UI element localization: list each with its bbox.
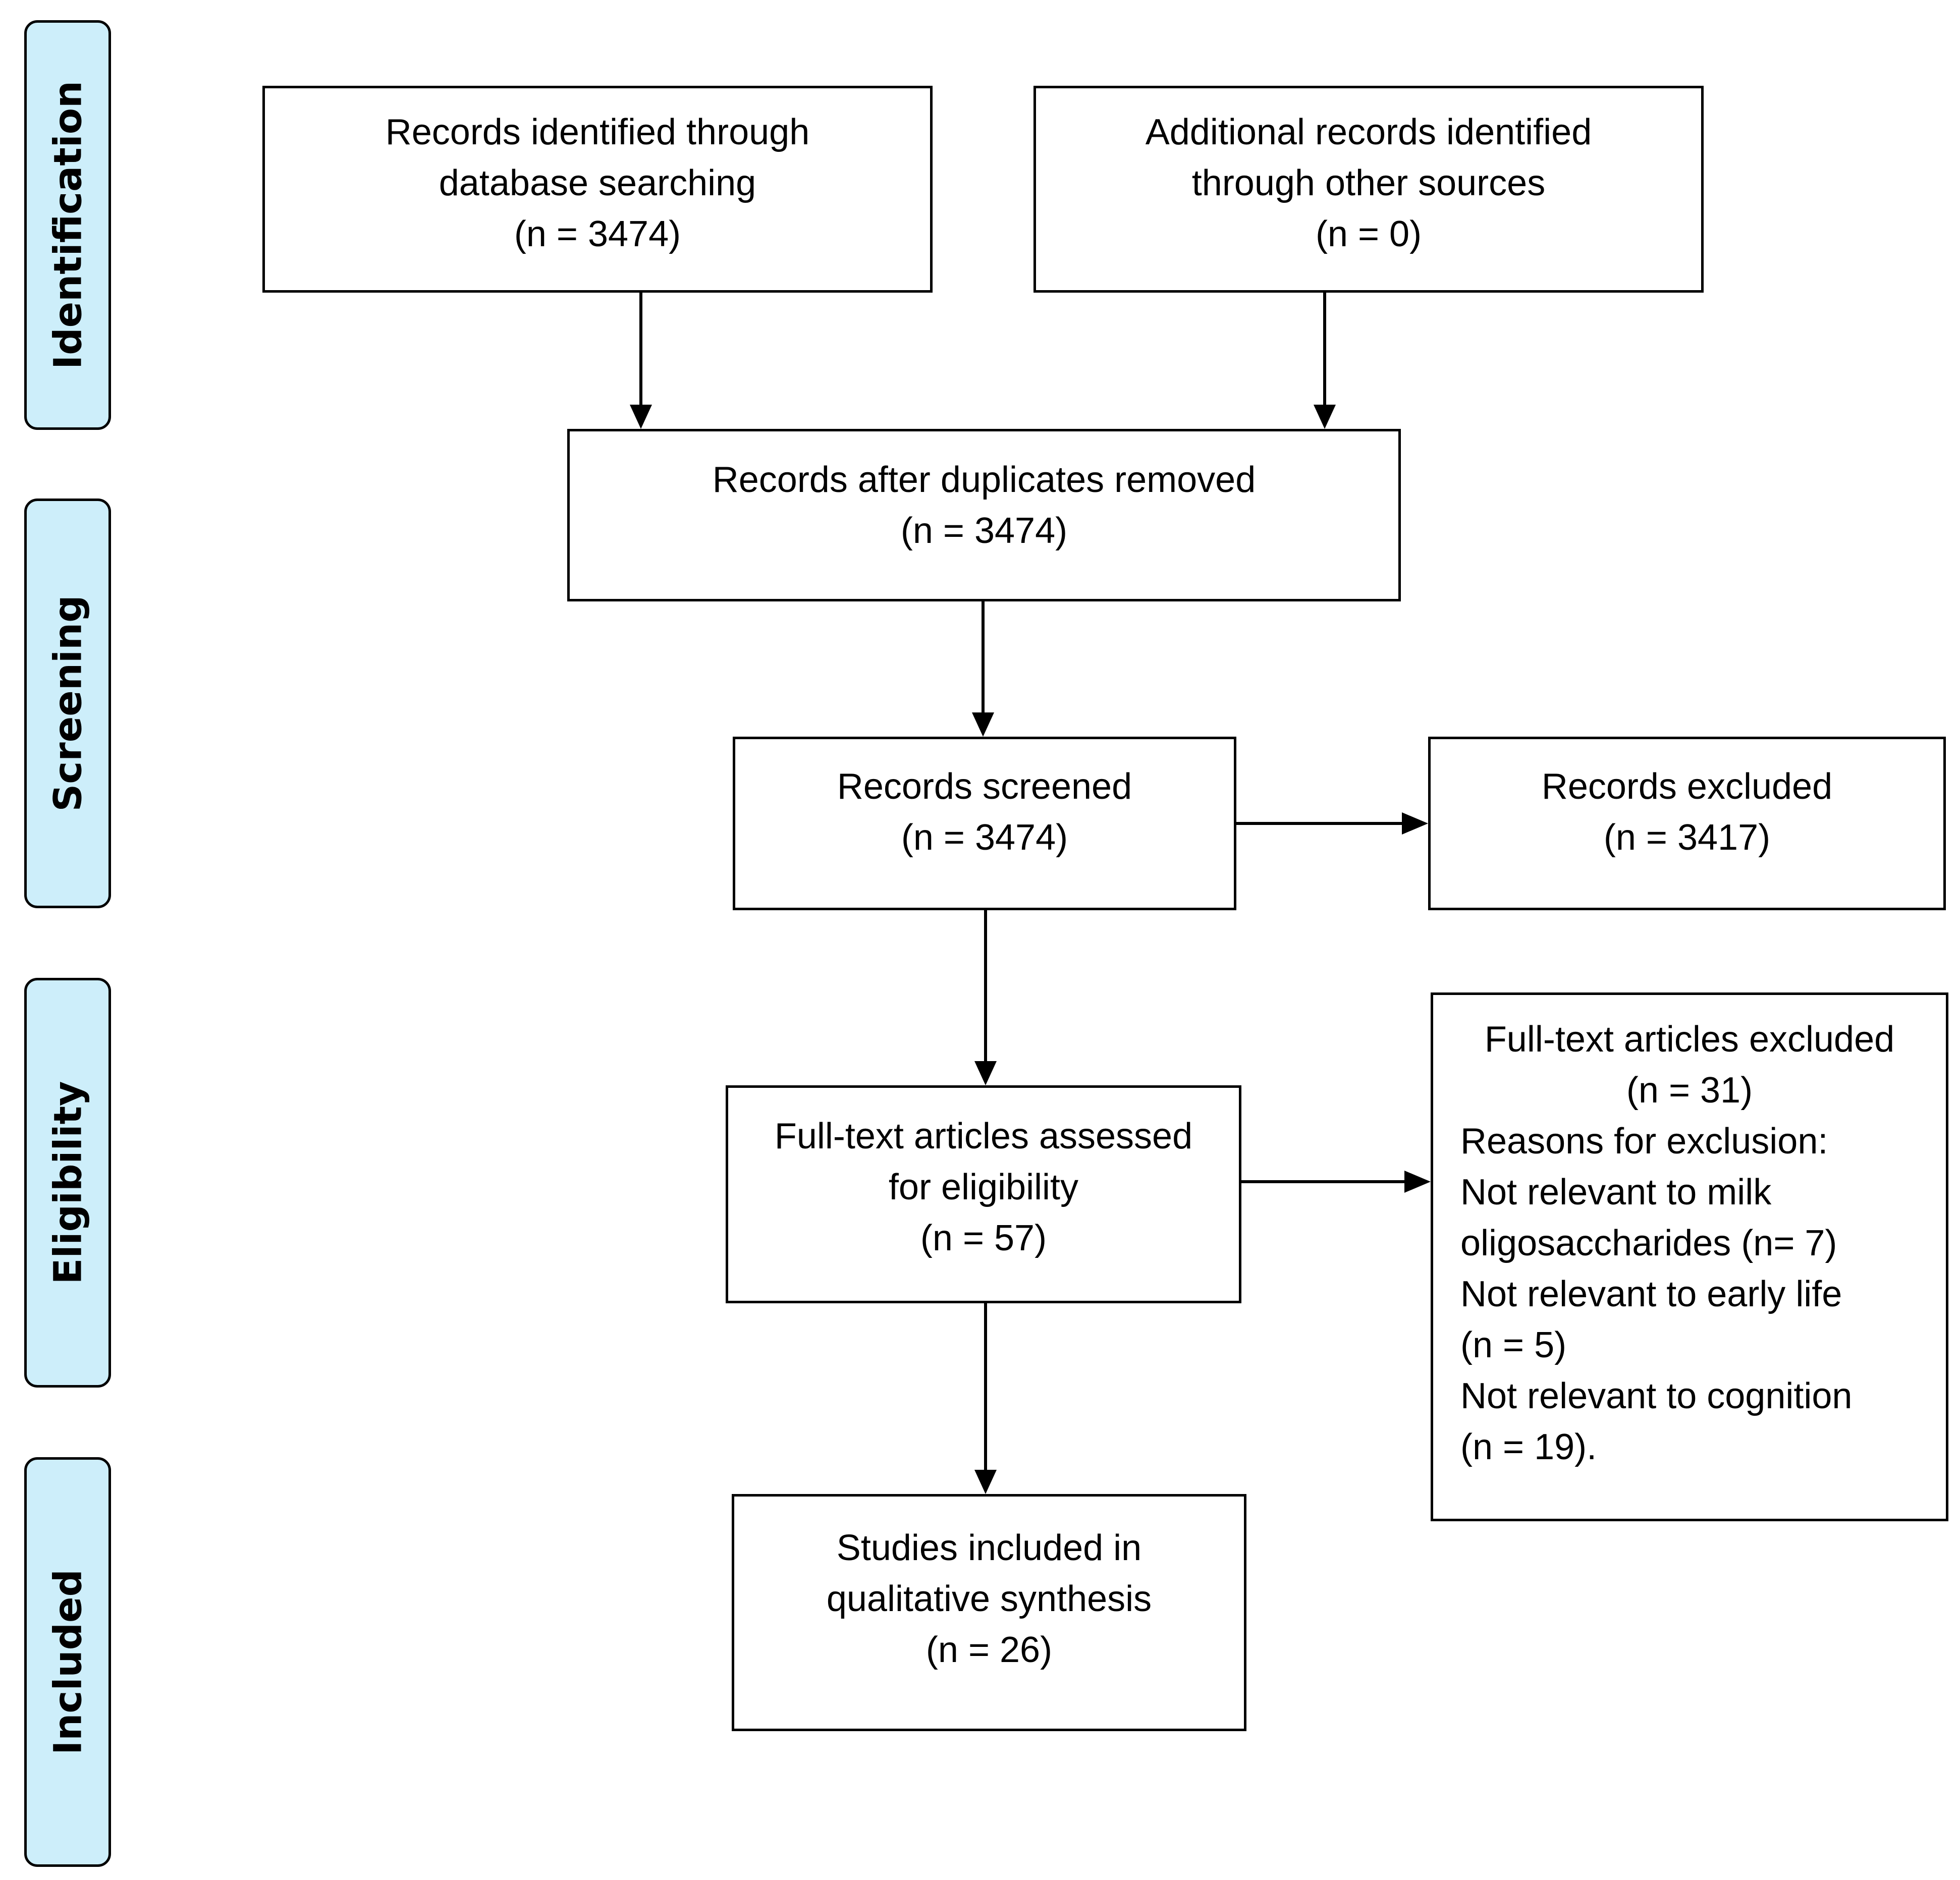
- phase-screening: Screening: [24, 499, 111, 908]
- other-sources-line-1: Additional records identified: [1145, 112, 1592, 152]
- arrowhead-included: [974, 1470, 997, 1494]
- phase-eligibility: Eligibility: [24, 978, 111, 1388]
- records-screened-label: Records screened: [837, 766, 1132, 807]
- phase-included: Included: [24, 1457, 111, 1867]
- arrowhead-duplicates: [972, 712, 994, 737]
- arrowhead-database: [630, 405, 652, 429]
- exclusion-reason-line: Not relevant to cognition: [1460, 1376, 1853, 1416]
- included-studies-line-1: Studies included in: [836, 1528, 1142, 1568]
- duplicates-removed-count: (n = 3474): [900, 511, 1068, 551]
- arrowhead-excluded: [1402, 812, 1428, 835]
- exclusion-reason-line: (n = 19).: [1460, 1427, 1597, 1467]
- box-full-text-assessed: Full-text articles assessed for eligibil…: [726, 1085, 1241, 1303]
- other-sources-line-2: through other sources: [1191, 163, 1546, 203]
- box-records-screened: Records screened (n = 3474): [733, 737, 1236, 910]
- box-full-text-excluded: Full-text articles excluded (n = 31) Rea…: [1431, 992, 1948, 1521]
- box-database-records: Records identified through database sear…: [262, 86, 933, 293]
- database-records-line-2: database searching: [439, 163, 756, 203]
- database-records-count: (n = 3474): [514, 214, 681, 254]
- included-studies-line-2: qualitative synthesis: [826, 1579, 1152, 1619]
- database-records-line-1: Records identified through: [385, 112, 810, 152]
- arrowhead-fulltext-excluded: [1404, 1171, 1431, 1193]
- phase-identification: Identification: [24, 20, 111, 430]
- other-sources-count: (n = 0): [1315, 214, 1422, 254]
- included-studies-count: (n = 26): [925, 1630, 1053, 1670]
- exclusion-reasons-heading: Reasons for exclusion:: [1460, 1121, 1828, 1162]
- records-excluded-label: Records excluded: [1541, 766, 1833, 807]
- box-duplicates-removed: Records after duplicates removed (n = 34…: [567, 429, 1401, 601]
- full-text-assessed-line-2: for eligibility: [888, 1167, 1079, 1207]
- box-included-studies: Studies included in qualitative synthesi…: [732, 1494, 1246, 1731]
- full-text-assessed-count: (n = 57): [920, 1218, 1047, 1258]
- full-text-excluded-title: Full-text articles excluded: [1484, 1019, 1895, 1060]
- box-records-excluded: Records excluded (n = 3417): [1428, 737, 1946, 910]
- duplicates-removed-label: Records after duplicates removed: [712, 460, 1256, 500]
- arrowhead-screened: [974, 1061, 997, 1085]
- exclusion-reason-line: (n = 5): [1460, 1325, 1567, 1365]
- box-other-sources: Additional records identified through ot…: [1033, 86, 1704, 293]
- exclusion-reason-line: oligosaccharides (n= 7): [1460, 1223, 1837, 1263]
- full-text-assessed-line-1: Full-text articles assessed: [774, 1116, 1193, 1156]
- exclusion-reason-line: Not relevant to early life: [1460, 1274, 1842, 1314]
- arrowhead-other: [1314, 405, 1336, 429]
- exclusion-reason-line: Not relevant to milk: [1460, 1172, 1772, 1212]
- full-text-excluded-count: (n = 31): [1626, 1070, 1753, 1111]
- records-excluded-count: (n = 3417): [1603, 817, 1771, 858]
- records-screened-count: (n = 3474): [901, 817, 1068, 858]
